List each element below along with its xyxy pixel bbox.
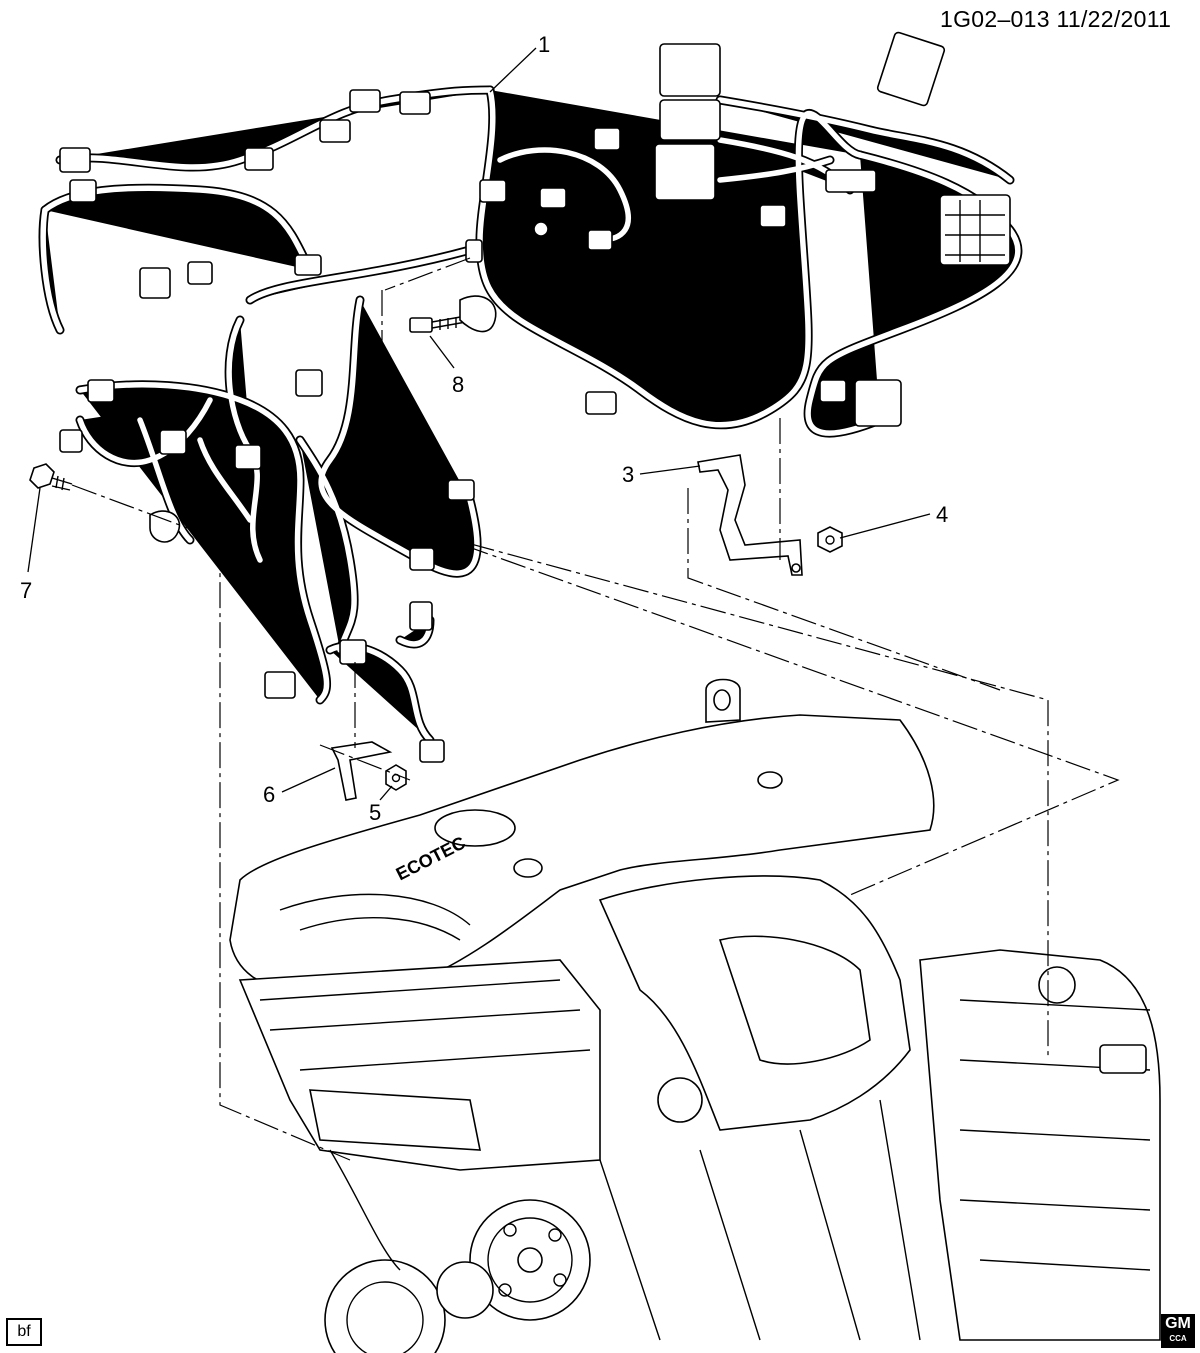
part-6-bracket bbox=[330, 741, 393, 801]
part-7-bolt bbox=[29, 463, 181, 543]
part-3-bracket bbox=[697, 454, 803, 576]
callout-8: 8 bbox=[452, 372, 464, 397]
part-8-stud bbox=[409, 295, 497, 333]
callout-5: 5 bbox=[369, 800, 381, 825]
logo-brand-text: GM bbox=[1165, 1315, 1191, 1332]
callout-7: 7 bbox=[20, 578, 32, 603]
alignment-guide-lines bbox=[71, 257, 1120, 1161]
callout-leader-lines bbox=[27, 47, 931, 801]
callout-1: 1 bbox=[538, 32, 550, 57]
part-5-nut bbox=[385, 764, 407, 791]
part-2-bolt bbox=[511, 221, 549, 239]
callout-6: 6 bbox=[263, 782, 275, 807]
callout-2: 2 bbox=[562, 270, 574, 295]
artist-initials-stamp: bf bbox=[6, 1318, 42, 1346]
callout-labels: 1 2 3 4 5 6 7 8 bbox=[20, 32, 948, 825]
logo-sub-text: CCA bbox=[1169, 1334, 1187, 1343]
gm-cca-logo-icon: GM CCA bbox=[1161, 1314, 1195, 1348]
callout-3: 3 bbox=[622, 462, 634, 487]
callout-4: 4 bbox=[936, 502, 948, 527]
diagram-id-and-date: 1G02–013 11/22/2011 bbox=[940, 6, 1172, 32]
engine-wiring-harness bbox=[43, 31, 1018, 763]
engine-assembly: ECOTEC bbox=[229, 678, 1161, 1353]
part-4-nut bbox=[817, 526, 843, 553]
